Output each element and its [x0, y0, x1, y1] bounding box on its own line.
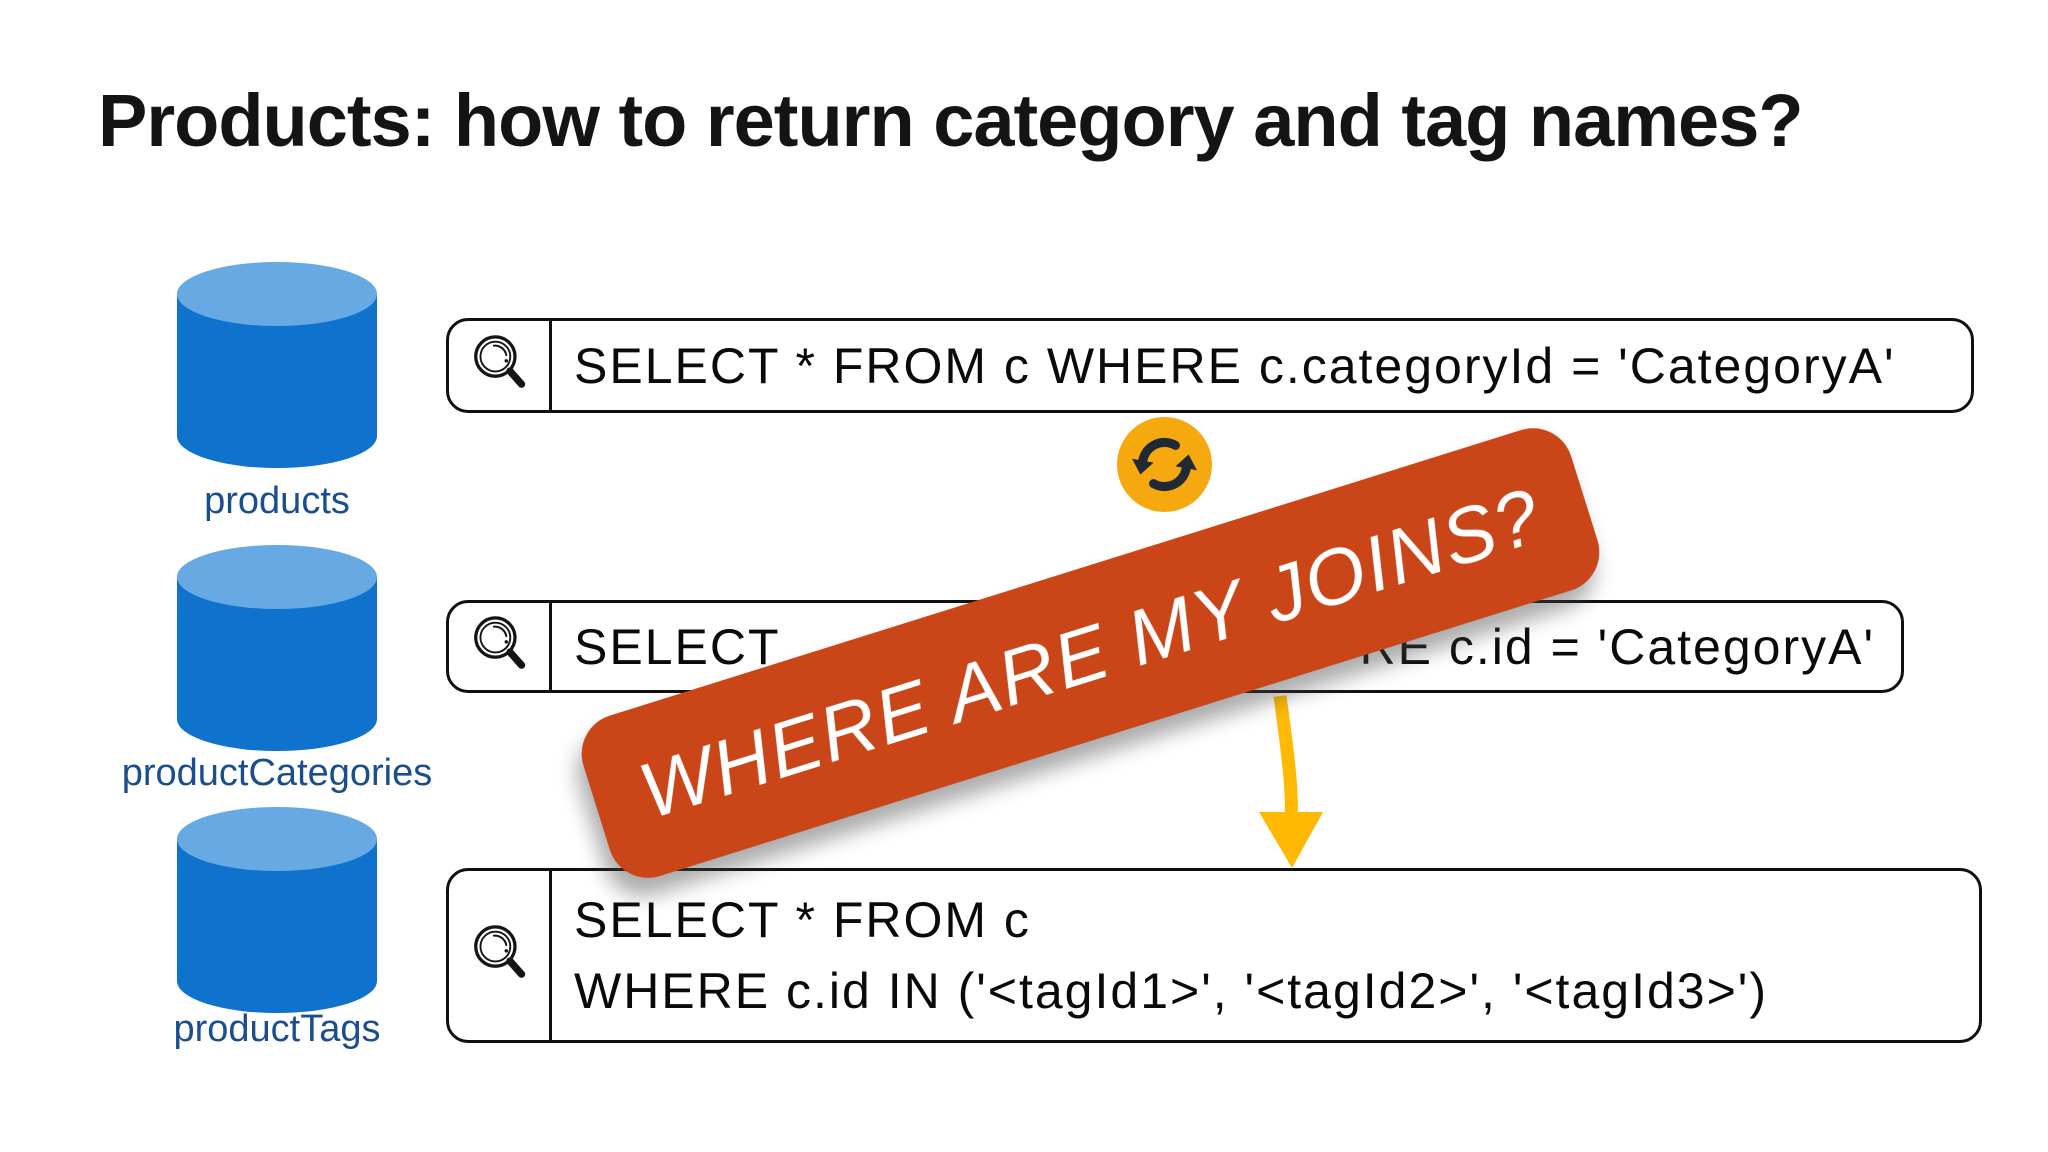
sync-arrows-glyph — [1132, 437, 1197, 492]
database-label: products — [204, 480, 350, 522]
database-cylinder-icon — [177, 807, 377, 1013]
database-cylinder-icon — [177, 545, 377, 751]
search-icon — [474, 924, 526, 978]
query-text: SELECT * FROM c WHERE c.categoryId = 'Ca… — [574, 337, 1896, 394]
query-text-line1: SELECT * FROM c — [574, 891, 1031, 948]
database-product-categories: productCategories — [122, 545, 432, 794]
database-product-tags: productTags — [173, 807, 381, 1050]
database-products: products — [177, 262, 377, 522]
search-icon-cell — [449, 321, 552, 410]
query-text: SELECT * FROM c WHERE c.id IN ('<tagId1>… — [552, 871, 1979, 1040]
query-text-left-fragment: SELECT — [574, 618, 781, 675]
database-label: productTags — [173, 1008, 381, 1050]
search-icon-cell — [449, 603, 552, 690]
search-icon-cell — [449, 871, 552, 1040]
database-label: productCategories — [121, 752, 433, 794]
page-title: Products: how to return category and tag… — [98, 79, 1804, 162]
search-icon — [474, 334, 526, 388]
down-arrow-icon — [1259, 695, 1323, 868]
query-box-product-tags: SELECT * FROM c WHERE c.id IN ('<tagId1>… — [446, 868, 1982, 1043]
sync-icon — [1117, 417, 1212, 512]
query-text-line2: WHERE c.id IN ('<tagId1>', '<tagId2>', '… — [574, 962, 1768, 1019]
database-cylinder-icon — [177, 262, 377, 468]
query-box-products: SELECT * FROM c WHERE c.categoryId = 'Ca… — [446, 318, 1974, 413]
search-icon — [474, 615, 526, 669]
